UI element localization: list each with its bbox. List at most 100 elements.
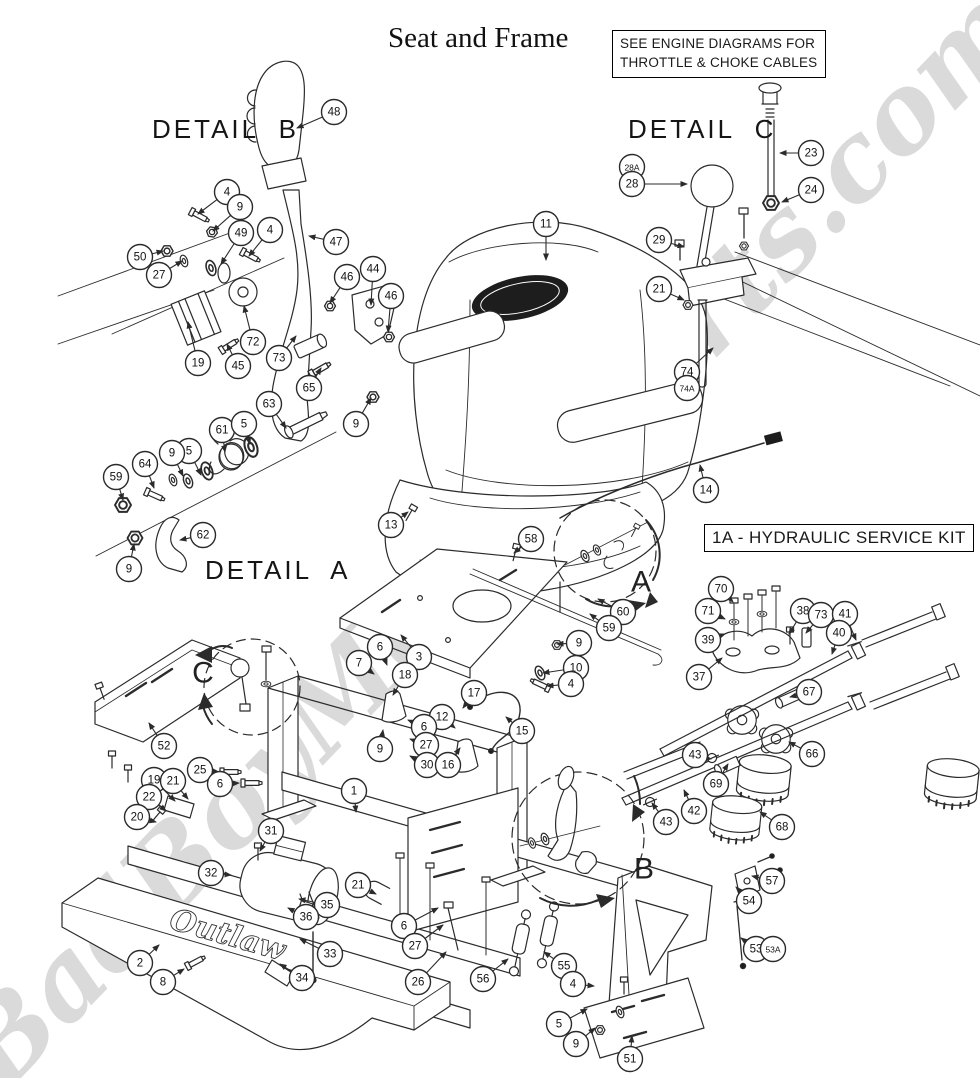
svg-text:4: 4 (570, 979, 577, 991)
callout-70: 70 (707, 575, 735, 603)
svg-text:30: 30 (421, 760, 434, 772)
svg-text:9: 9 (377, 744, 383, 756)
callout-46: 46 (377, 282, 405, 333)
svg-text:27: 27 (420, 740, 433, 752)
svg-text:72: 72 (247, 337, 260, 349)
callout-35: 35 (298, 891, 341, 919)
callout-54: 54 (735, 886, 763, 915)
svg-text:47: 47 (330, 237, 343, 249)
svg-text:14: 14 (700, 485, 713, 497)
svg-text:33: 33 (324, 949, 337, 961)
detail-circle-c (195, 638, 301, 736)
svg-text:40: 40 (833, 628, 846, 640)
svg-text:48: 48 (328, 107, 341, 119)
svg-text:9: 9 (353, 419, 359, 431)
svg-text:6: 6 (217, 779, 223, 791)
callout-4: 4 (546, 670, 585, 698)
callout-6: 6 (366, 633, 394, 666)
svg-text:58: 58 (525, 534, 538, 546)
svg-text:24: 24 (805, 185, 818, 197)
callout-27: 27 (409, 731, 440, 759)
callout-9: 9 (342, 397, 372, 438)
svg-text:27: 27 (153, 270, 166, 282)
svg-text:19: 19 (148, 775, 161, 787)
callout-4: 4 (559, 970, 595, 998)
hydraulic-assembly (621, 585, 980, 847)
svg-text:9: 9 (237, 202, 243, 214)
callout-9: 9 (158, 439, 186, 477)
callout-46: 46 (329, 263, 361, 304)
detail-c-assembly (674, 82, 782, 388)
callout-57: 57 (751, 867, 786, 895)
svg-text:22: 22 (143, 792, 156, 804)
callout-61: 61 (208, 416, 236, 453)
callout-15: 15 (505, 716, 536, 745)
svg-text:53A: 53A (765, 945, 780, 955)
svg-text:46: 46 (385, 291, 398, 303)
svg-text:50: 50 (134, 252, 147, 264)
svg-text:43: 43 (660, 817, 673, 829)
callout-5: 5 (230, 410, 258, 445)
callout-67: 67 (789, 678, 823, 706)
callout-9: 9 (562, 1027, 596, 1058)
svg-text:42: 42 (688, 806, 701, 818)
reference-lines (57, 229, 980, 397)
svg-text:25: 25 (194, 765, 207, 777)
svg-text:21: 21 (352, 880, 365, 892)
callout-63: 63 (255, 390, 287, 429)
callout-36: 36 (287, 903, 320, 931)
svg-text:5: 5 (241, 419, 247, 431)
callout-27: 27 (401, 924, 444, 960)
detail-c-label: DETAIL C (628, 114, 777, 144)
callout-20: 20 (123, 803, 157, 831)
svg-text:62: 62 (197, 530, 210, 542)
svg-text:6: 6 (377, 642, 383, 654)
svg-text:13: 13 (385, 520, 398, 532)
callout-8: 8 (149, 968, 185, 996)
callout-69: 69 (702, 763, 730, 798)
svg-text:31: 31 (265, 826, 278, 838)
svg-text:44: 44 (367, 264, 380, 276)
callout-72: 72 (239, 305, 267, 356)
callout-39: 39 (694, 626, 726, 654)
callout-31: 31 (257, 817, 285, 852)
callout-48: 48 (296, 98, 348, 129)
svg-text:41: 41 (839, 609, 852, 621)
svg-text:15: 15 (516, 726, 529, 738)
svg-text:59: 59 (603, 623, 616, 635)
callout-56: 56 (469, 958, 509, 993)
svg-text:71: 71 (702, 606, 715, 618)
page-title: Seat and Frame (388, 22, 569, 54)
svg-text:9: 9 (573, 1039, 579, 1051)
callout-7: 7 (345, 649, 375, 677)
svg-text:16: 16 (442, 760, 455, 772)
svg-text:23: 23 (805, 148, 818, 160)
callout-16: 16 (434, 747, 462, 779)
svg-text:19: 19 (192, 358, 205, 370)
svg-text:5: 5 (186, 446, 192, 458)
callout-21: 21 (159, 767, 189, 800)
section-letter-A: A (631, 566, 651, 599)
callout-26: 26 (404, 951, 447, 996)
svg-text:37: 37 (693, 672, 706, 684)
floor-bracket (94, 639, 263, 825)
callout-43: 43 (651, 802, 680, 836)
svg-text:5: 5 (556, 1019, 562, 1031)
svg-text:66: 66 (806, 749, 819, 761)
callout-32: 32 (197, 859, 232, 887)
callout-2: 2 (126, 944, 160, 977)
svg-text:17: 17 (468, 688, 481, 700)
callout-27: 27 (145, 260, 183, 289)
svg-text:3: 3 (416, 652, 422, 664)
svg-text:11: 11 (540, 219, 552, 231)
callout-11: 11 (532, 210, 560, 261)
callout-1: 1 (340, 777, 368, 813)
callout-14: 14 (692, 464, 720, 504)
svg-text:61: 61 (216, 425, 229, 437)
svg-text:9: 9 (169, 448, 175, 460)
svg-text:52: 52 (158, 741, 171, 753)
callout-42: 42 (680, 789, 708, 825)
callout-47: 47 (308, 228, 350, 256)
